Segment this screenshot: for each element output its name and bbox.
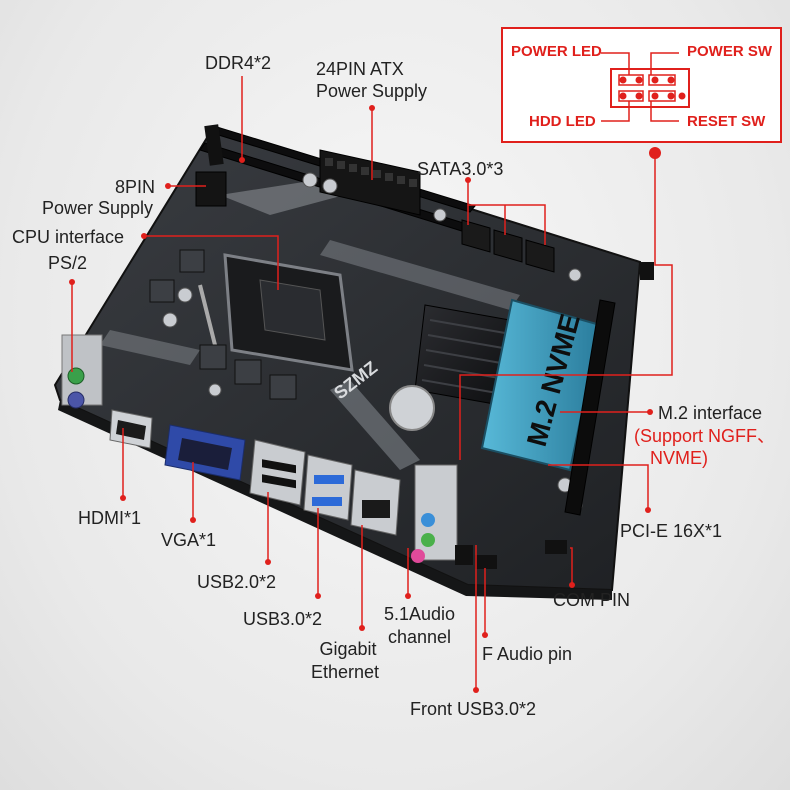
cmos-battery [389, 385, 435, 431]
pin8-label-line2: Power Supply [42, 198, 154, 218]
atx-label-line1: 24PIN ATX [316, 59, 404, 79]
vrm-chokes [149, 249, 297, 400]
audio-label-line1: 5.1Audio [384, 604, 456, 624]
silver-graphic-c [330, 380, 420, 470]
ddr4-label: DDR4*2 [205, 53, 272, 73]
cpu-socket-center [259, 279, 326, 341]
reset-sw-label: RESET SW [687, 113, 766, 130]
silver-graphic-b [320, 240, 520, 310]
sata-label: SATA3.0*3 [417, 159, 504, 179]
audio-jack-pink [411, 549, 425, 563]
callout-lines [71, 76, 673, 690]
callout-dots [69, 105, 661, 693]
pcie-label: PCI-E 16X*1 [620, 521, 723, 541]
ps2-label: PS/2 [48, 253, 88, 273]
lan-label-line2: Ethernet [311, 662, 380, 682]
usb3-stack [303, 454, 353, 521]
hdd-led-label: HDD LED [529, 113, 596, 130]
ps2-port-purple [67, 391, 85, 409]
atx-label-line2: Power Supply [316, 81, 428, 101]
front-panel-pin-diagram [601, 52, 690, 122]
m2-ssd-card [480, 298, 602, 472]
front-panel-header [640, 262, 654, 280]
m2-label-line2: (Support NGFF、 [634, 426, 776, 446]
faudio-label: F Audio pin [482, 644, 573, 664]
front-panel-pinout-box: POWER LED POWER SW HDD LED RESET SW [501, 27, 782, 143]
lan-label-line1: Gigabit [319, 639, 377, 659]
com-label: COM PIN [553, 590, 631, 610]
power-led-label: POWER LED [511, 43, 602, 60]
audio-label-line2: channel [388, 627, 452, 647]
pcie-x16-slot [564, 299, 616, 516]
audio-jack-green [421, 533, 435, 547]
m2-label-line1: M.2 interface [658, 403, 763, 423]
com-header [545, 540, 567, 554]
hdmi-label: HDMI*1 [78, 508, 142, 528]
vga-label: VGA*1 [161, 530, 217, 550]
ps2-port-green [67, 367, 85, 385]
m2-label-line3: NVME) [650, 448, 708, 468]
cpu-label: CPU interface [12, 227, 125, 247]
front-audio-header [475, 555, 497, 569]
usb2-stack [249, 439, 306, 506]
pin8-label-line1: 8PIN [115, 177, 156, 197]
sata-port-2 [493, 229, 523, 263]
sata-port-3 [525, 239, 555, 273]
silver-graphic-d [100, 330, 200, 365]
usb3-label: USB3.0*2 [243, 609, 323, 629]
front-usb-label: Front USB3.0*2 [410, 699, 537, 719]
ddr4-latch [204, 124, 224, 166]
power-8pin-connector [195, 171, 227, 207]
audio-jack-blue [421, 513, 435, 527]
usb2-label: USB2.0*2 [197, 572, 277, 592]
sata-port-1 [461, 219, 491, 253]
front-usb3-header [455, 545, 473, 565]
power-sw-label: POWER SW [687, 43, 772, 60]
audio-jack-housing [414, 464, 458, 561]
